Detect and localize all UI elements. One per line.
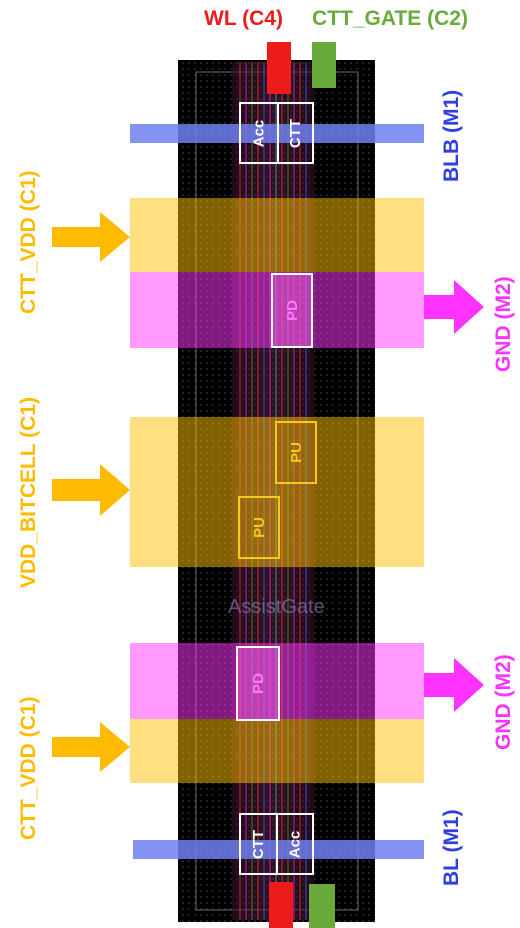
gnd-bottom-arrow xyxy=(424,658,484,712)
pd-bottom-label: PD xyxy=(249,673,267,694)
ctt-vdd-top-label: CTT_VDD (C1) xyxy=(17,170,40,314)
ctt-top-label: CTT xyxy=(286,118,304,148)
ctt-gate-stub-top xyxy=(312,42,336,88)
ctt-vdd-rail-top xyxy=(130,198,424,272)
ctt-transistor-top: CTT xyxy=(277,102,314,164)
acc-bottom-label: Acc xyxy=(286,830,304,858)
vdd-bitcell-label: VDD_BITCELL (C1) xyxy=(17,397,40,588)
gnd-top-label: GND (M2) xyxy=(492,276,515,372)
ctt-vdd-bottom-label: CTT_VDD (C1) xyxy=(17,696,40,840)
ctt-vdd-bottom-arrow xyxy=(52,722,130,772)
acc-top-label: Acc xyxy=(250,119,268,147)
ctt-gate-stub-bottom xyxy=(309,884,335,928)
pu-lower-label: PU xyxy=(250,517,268,538)
bl-line xyxy=(133,840,424,859)
acc-transistor-top: Acc xyxy=(239,102,279,164)
bl-label: BL (M1) xyxy=(440,809,463,886)
gnd-top-arrow xyxy=(424,280,484,334)
wl-stub-top xyxy=(267,42,291,94)
ctt-transistor-bottom: CTT xyxy=(239,813,278,875)
ctt-gate-label: CTT_GATE (C2) xyxy=(312,7,468,30)
vdd-bitcell-rail xyxy=(130,417,424,567)
blb-label: BLB (M1) xyxy=(440,89,463,182)
pd-transistor-bottom: PD xyxy=(236,646,280,721)
gnd-bottom-label: GND (M2) xyxy=(492,654,515,750)
ctt-bottom-label: CTT xyxy=(249,829,267,859)
pd-transistor-top: PD xyxy=(271,273,313,348)
vdd-bitcell-arrow xyxy=(52,464,130,516)
gnd-rail-bottom xyxy=(130,643,424,719)
wl-label: WL (C4) xyxy=(204,7,283,30)
ctt-vdd-rail-bottom xyxy=(130,719,424,783)
assist-gate-watermark: AssistGate xyxy=(228,596,325,618)
pu-transistor-upper: PU xyxy=(275,421,317,484)
pu-transistor-lower: PU xyxy=(238,496,280,559)
gnd-rail-top xyxy=(130,272,424,348)
acc-transistor-bottom: Acc xyxy=(276,813,314,875)
pd-top-label: PD xyxy=(283,300,301,321)
ctt-vdd-top-arrow xyxy=(52,212,130,262)
pu-upper-label: PU xyxy=(287,442,305,463)
wl-stub-bottom xyxy=(269,882,293,928)
